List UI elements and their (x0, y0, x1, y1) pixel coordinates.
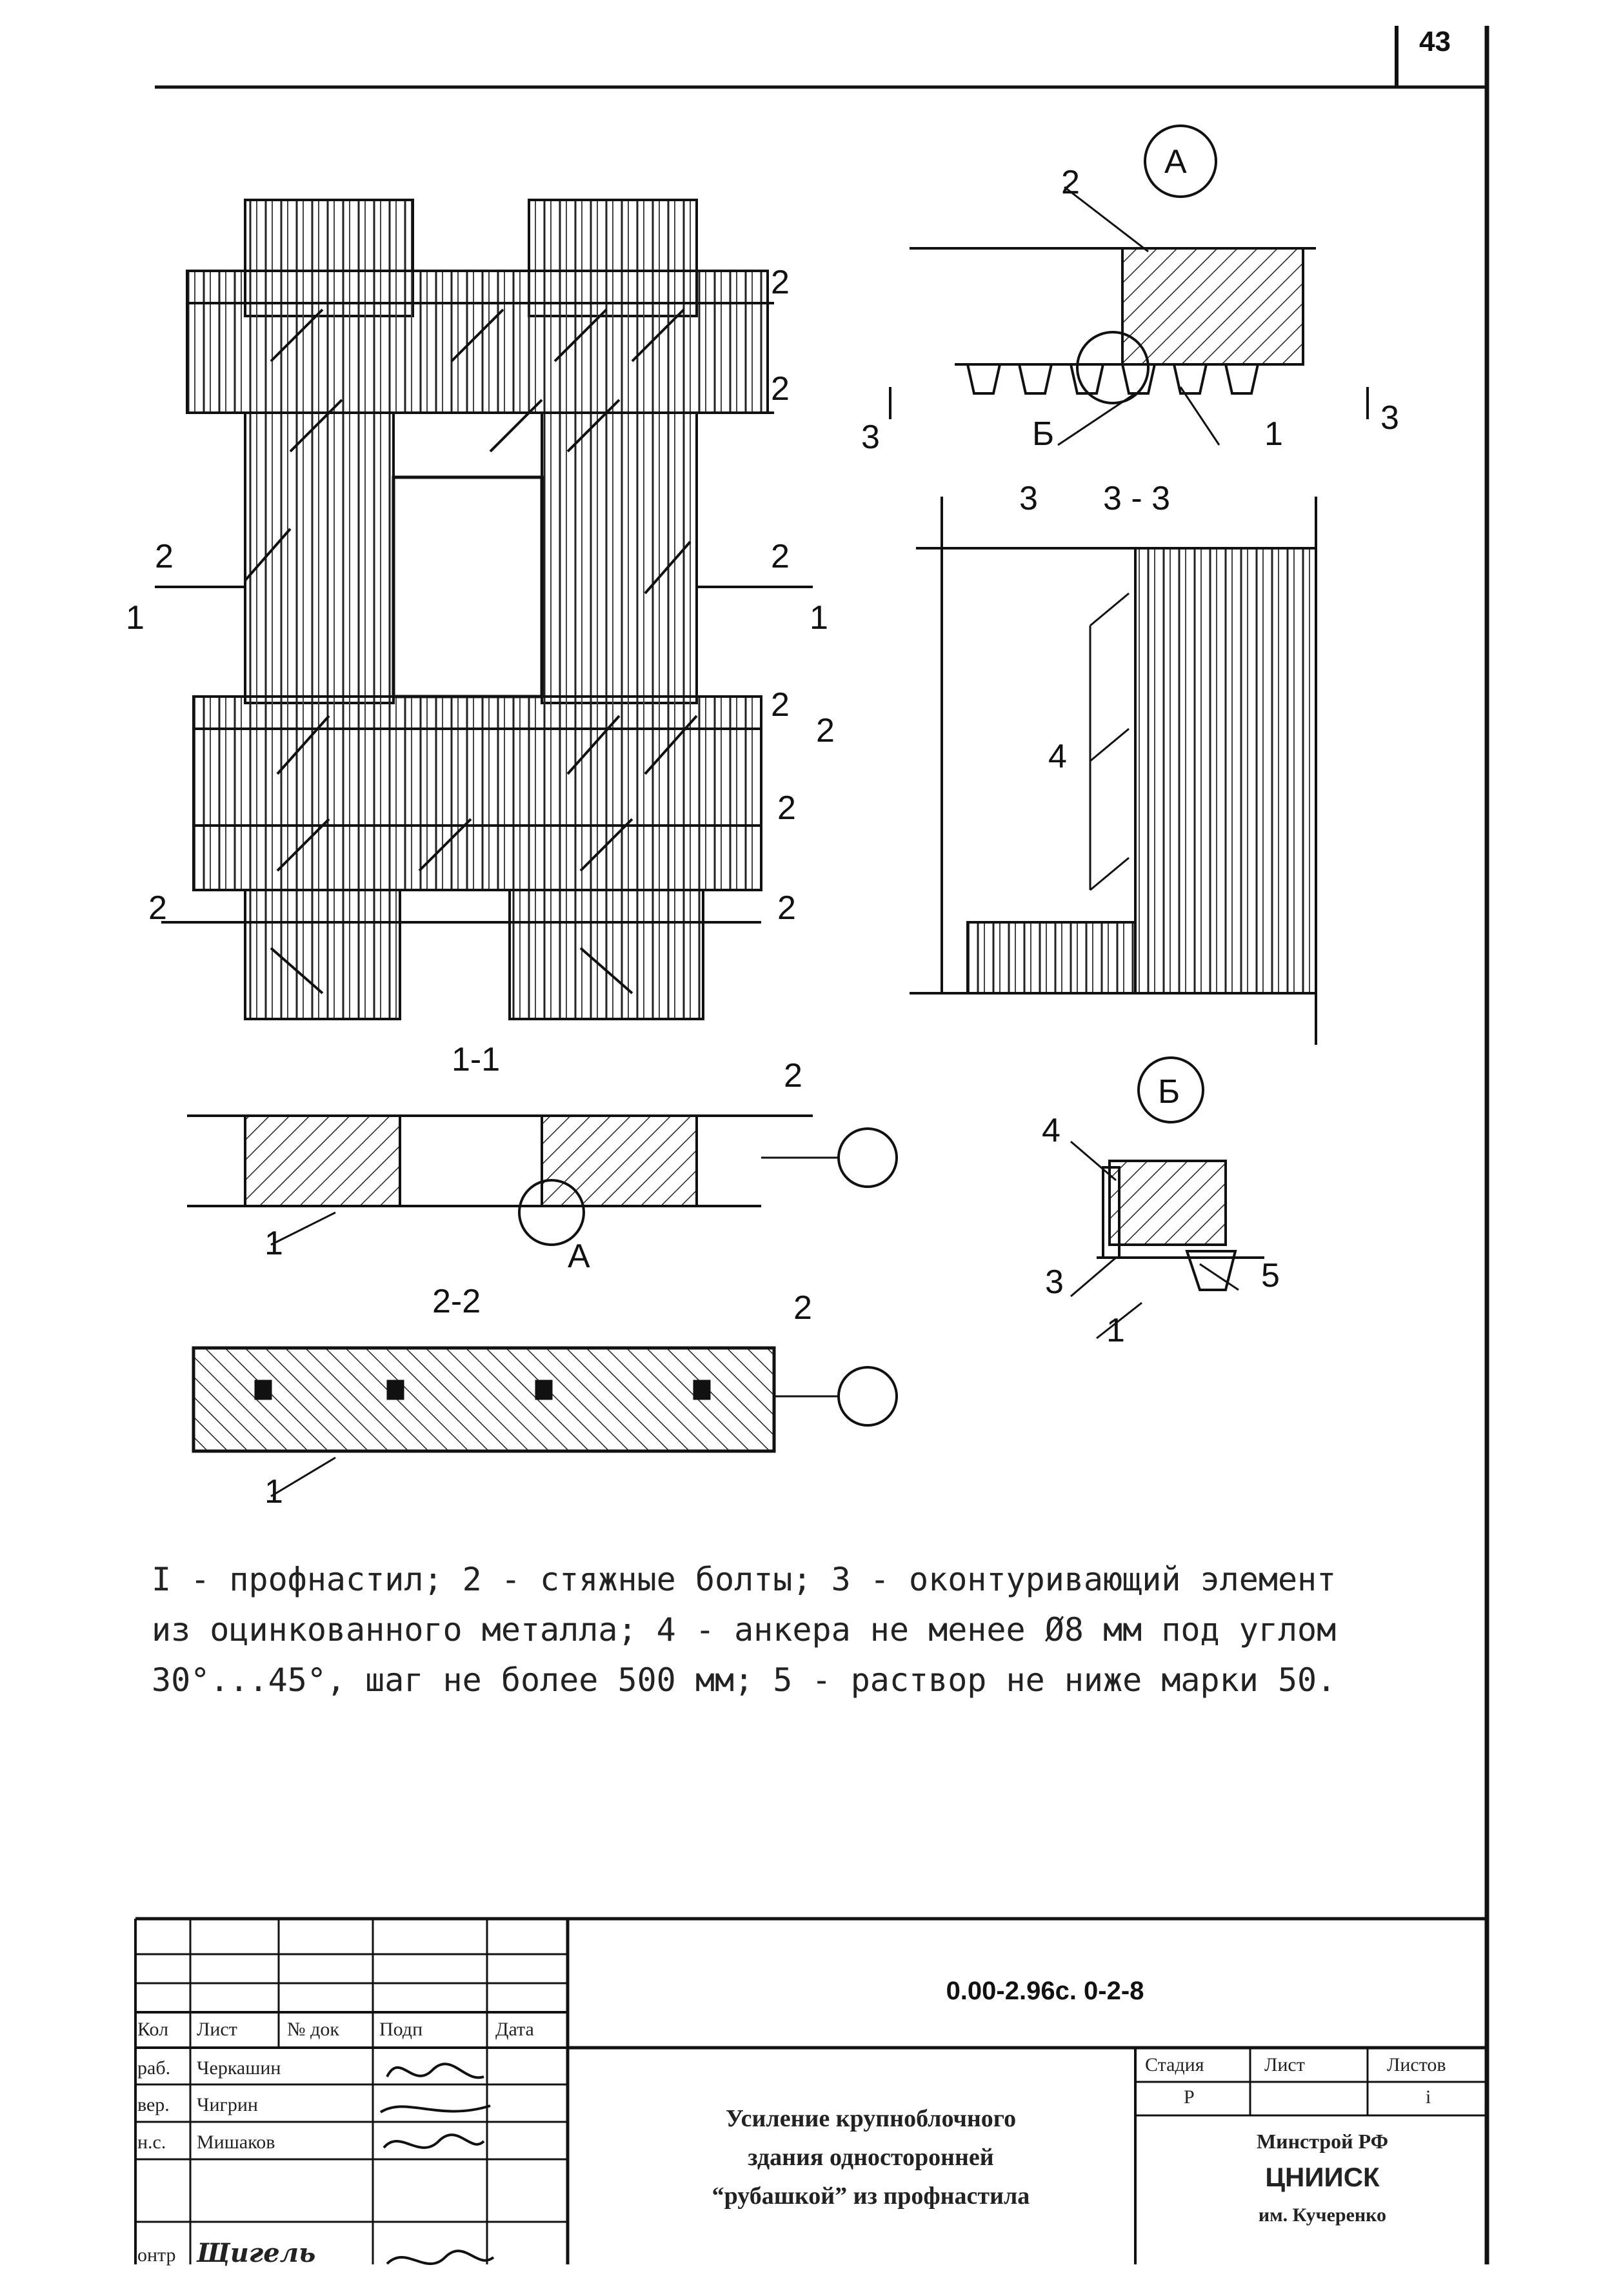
s11-label-2: 2 (784, 1057, 802, 1094)
header-data: Дата (495, 2019, 534, 2040)
role-1: раб. (137, 2057, 171, 2079)
plan-labels: 2 2 2 2 1 1 2 2 2 2 2 (126, 264, 835, 927)
document-code: 0.00-2.96с. 0-2-8 (946, 1977, 1144, 2005)
header-podp: Подп (379, 2019, 423, 2040)
section-1-1-labels: 1-1 2 1 А (264, 1041, 802, 1275)
label-2b: 2 (771, 370, 790, 408)
detail-a-labels: А 2 3 3 Б 1 (861, 143, 1399, 456)
sheet-header: Лист (1264, 2054, 1305, 2075)
label-2g: 2 (777, 789, 796, 827)
title-block-grid (134, 1917, 1487, 2264)
label-2f: 2 (816, 712, 835, 749)
name-4: Щигель (197, 2238, 316, 2268)
section-1-1-title: 1-1 (452, 1041, 500, 1078)
stage-header: Стадия (1145, 2054, 1204, 2075)
detail-a-label-b: Б (1032, 415, 1054, 453)
detail-a (889, 124, 1369, 446)
detail-b-label-3: 3 (1045, 1263, 1064, 1301)
section-3-3-title: 3 - 3 (1103, 480, 1170, 517)
sheets-value: i (1426, 2086, 1431, 2108)
legend-line-2: из оцинкованного металла; 4 - анкера не … (152, 1611, 1337, 1648)
org-line-3: им. Кучеренко (1258, 2204, 1387, 2226)
legend-line-1: I - профнастил; 2 - стяжные болты; 3 - о… (152, 1561, 1337, 1598)
section-2-2 (192, 1346, 898, 1498)
section-3-3 (910, 497, 1317, 1045)
detail-b-label-5: 5 (1261, 1257, 1280, 1294)
title-line-1: Усиление крупноблочного (725, 2105, 1017, 2132)
label-2h: 2 (148, 889, 167, 927)
role-2: вер. (137, 2094, 170, 2115)
legend-text: I - профнастил; 2 - стяжные болты; 3 - о… (152, 1554, 1416, 1705)
label-2d: 2 (771, 538, 790, 575)
role-4: онтр (137, 2244, 176, 2266)
section-3-3-labels: 3 3 - 3 4 (1019, 480, 1170, 775)
detail-a-title: А (1164, 143, 1187, 181)
name-1: Черкашин (197, 2057, 281, 2079)
plan-view (155, 199, 813, 1020)
header-kol: Кол (137, 2019, 169, 2040)
legend-line-3: 30°...45°, шаг не более 500 мм; 5 - раст… (152, 1661, 1337, 1699)
section-2-2-labels: 2-2 2 1 (264, 1283, 812, 1510)
detail-a-label-2: 2 (1061, 164, 1080, 201)
detail-a-label-1: 1 (1264, 415, 1283, 453)
detail-b-labels: Б 4 3 5 1 (1042, 1073, 1280, 1349)
role-3: н.с. (137, 2132, 166, 2153)
label-1-right: 1 (810, 599, 828, 637)
detail-b-label-4: 4 (1042, 1112, 1060, 1149)
label-1-left: 1 (126, 599, 144, 637)
label-2e: 2 (771, 686, 790, 724)
org-line-2: ЦНИИСК (1265, 2162, 1380, 2192)
name-3: Мишаков (197, 2132, 275, 2153)
s11-label-a: А (568, 1238, 590, 1275)
header-ndok: № док (287, 2019, 339, 2040)
title-line-2: здания односторонней (748, 2144, 994, 2171)
drawing-title: Усиление крупноблочного здания односторо… (581, 2099, 1161, 2215)
detail-a-label-3-left: 3 (861, 419, 880, 456)
s22-label-1: 1 (264, 1473, 283, 1510)
org-line-1: Минстрой РФ (1256, 2130, 1389, 2153)
s11-label-1: 1 (264, 1225, 283, 1262)
signatures (379, 2063, 495, 2265)
detail-a-label-3-right: 3 (1380, 399, 1399, 437)
detail-b-title: Б (1158, 1073, 1180, 1111)
section-2-2-title: 2-2 (432, 1283, 481, 1320)
name-2: Чигрин (197, 2094, 258, 2115)
detail-b-label-1: 1 (1106, 1312, 1125, 1349)
detail-b (1070, 1056, 1264, 1340)
label-3: 3 (1019, 480, 1038, 517)
sheets-header: Листов (1387, 2054, 1446, 2075)
s22-label-2: 2 (793, 1289, 812, 1327)
section-1-1 (187, 1114, 898, 1246)
label-2c: 2 (155, 538, 174, 575)
page-number: 43 (1419, 26, 1451, 57)
label-2a: 2 (771, 264, 790, 301)
label-4: 4 (1048, 738, 1067, 775)
label-2i: 2 (777, 889, 796, 927)
header-list: Лист (197, 2019, 237, 2040)
title-line-3: “рубашкой” из профнастила (712, 2182, 1030, 2210)
stage-value: Р (1184, 2086, 1195, 2108)
